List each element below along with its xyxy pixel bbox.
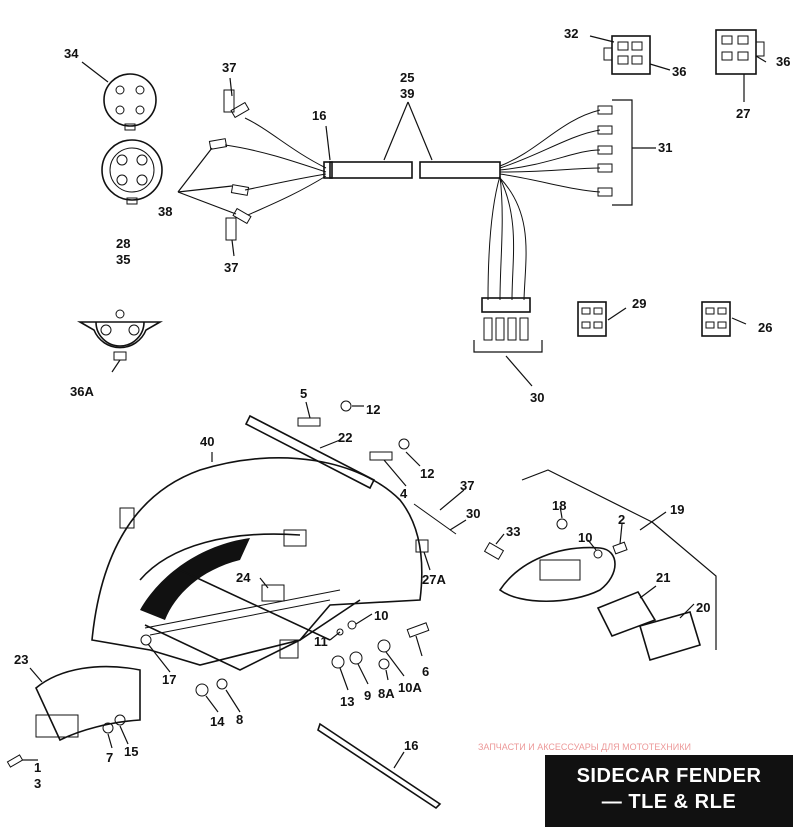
bracket-31 [612,99,633,206]
callout-37: 37 [222,60,236,75]
callout-10: 10 [374,608,388,623]
connector-36a [76,309,164,361]
gasket-21 [596,591,657,638]
fender-strip-22 [244,414,376,490]
terminal-block-32 [603,35,651,75]
callout-38: 38 [158,204,172,219]
callout-36: 36 [776,54,790,69]
callout-5: 5 [300,386,307,401]
cable-tie-16 [317,722,442,810]
callout-37: 37 [460,478,474,493]
lens-20 [639,611,701,661]
callout-2: 2 [618,512,625,527]
callout-26: 26 [758,320,772,335]
callout-18: 18 [552,498,566,513]
round-connector-28 [101,139,163,205]
callout-4: 4 [400,486,408,501]
light-housing-19 [498,546,616,602]
callout-31: 31 [658,140,672,155]
callout-23: 23 [14,652,28,667]
sidecar-fender-40 [91,456,423,666]
callout-10a: 10A [398,680,422,695]
terminal-block-26 [701,301,731,337]
callout-37: 37 [224,260,238,275]
bracket-30 [473,340,543,353]
callout-13: 13 [340,694,354,709]
callout-8a: 8A [378,686,395,701]
callout-17: 17 [162,672,176,687]
callout-24: 24 [236,570,251,585]
callout-labels: 34 28 35 37 37 38 16 25 39 31 32 36 36 2… [14,26,790,791]
callout-11: 11 [314,634,328,649]
terminal-block-29 [577,301,607,337]
title-line-1: SIDECAR FENDER [576,765,762,787]
hardware [6,400,628,768]
callout-7: 7 [106,750,113,765]
callout-29: 29 [632,296,646,311]
callout-22: 22 [338,430,352,445]
callout-27a: 27A [422,572,446,587]
callout-28: 28 [116,236,130,251]
round-connector-34 [103,73,157,131]
callout-20: 20 [696,600,710,615]
callout-16: 16 [404,738,418,753]
callout-15: 15 [124,744,138,759]
diagram-title: SIDECAR FENDER — TLE & RLE [545,755,793,827]
mounting-rails [144,569,361,671]
bracket-23 [35,665,141,742]
title-line-2: — TLE & RLE [601,791,737,813]
callout-36a: 36A [70,384,94,399]
callout-36: 36 [672,64,686,79]
callout-6: 6 [422,664,429,679]
callout-10: 10 [578,530,592,545]
callout-25: 25 [400,70,414,85]
wiring-harness [208,89,613,341]
callout-33: 33 [506,524,520,539]
callout-3: 3 [34,776,41,791]
callout-8: 8 [236,712,243,727]
leader-lines [22,35,767,769]
callout-30: 30 [466,506,480,521]
callout-16: 16 [312,108,326,123]
callout-32: 32 [564,26,578,41]
terminal-block-27 [715,29,765,75]
callout-19: 19 [670,502,684,517]
callout-12: 12 [366,402,380,417]
callout-9: 9 [364,688,371,703]
callout-35: 35 [116,252,130,267]
callout-30: 30 [530,390,544,405]
callout-1: 1 [34,760,41,775]
callout-39: 39 [400,86,414,101]
callout-21: 21 [656,570,670,585]
callout-34: 34 [64,46,79,61]
callout-27: 27 [736,106,750,121]
callout-14: 14 [210,714,225,729]
watermark-text: ЗАПЧАСТИ И АКСЕССУАРЫ ДЛЯ МОТОТЕХНИКИ [478,742,691,752]
callout-12: 12 [420,466,434,481]
callout-40: 40 [200,434,214,449]
